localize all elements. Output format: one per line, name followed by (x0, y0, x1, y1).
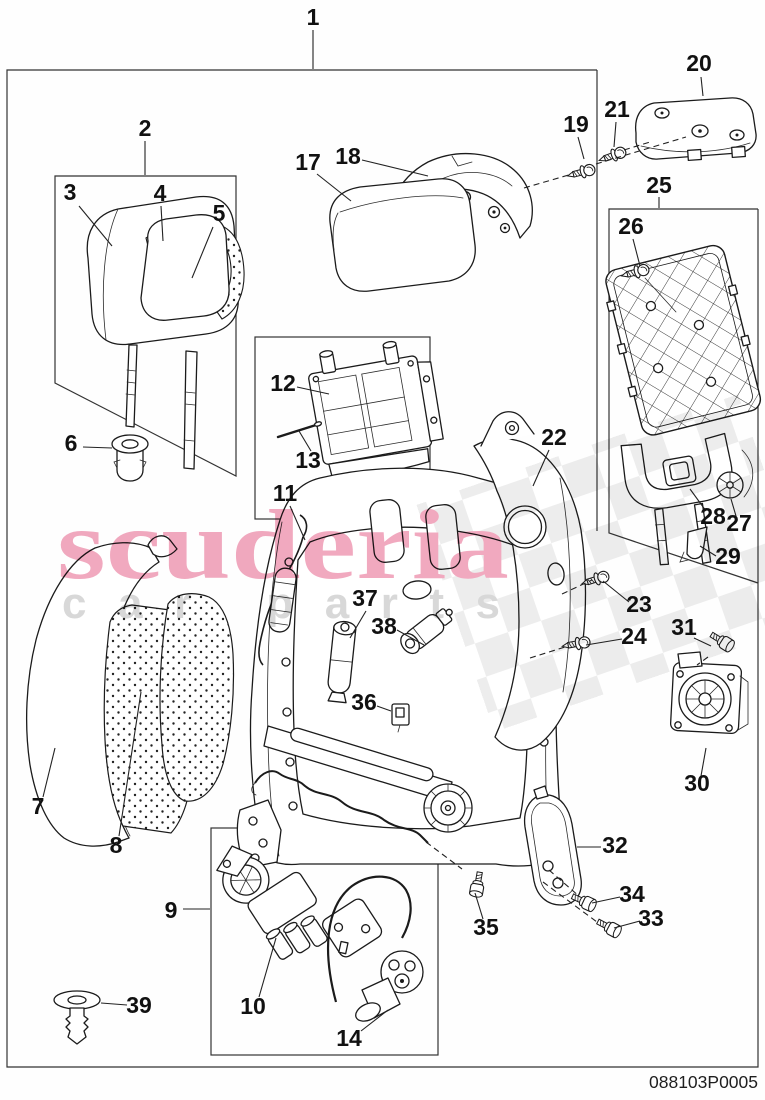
headrest-posts (125, 344, 198, 470)
headrest-guide-grommet (111, 434, 149, 482)
callout-5: 5 (213, 200, 226, 226)
headrest-drawing (86, 195, 245, 482)
rear-panel-drawing (634, 97, 757, 162)
callout-21: 21 (604, 96, 630, 122)
pin-13 (276, 421, 323, 439)
watermark-title: scuderia (57, 489, 509, 600)
callout-7: 7 (32, 793, 45, 819)
callout-18: 18 (335, 143, 361, 169)
screw-19 (565, 162, 597, 183)
headrest-covers-drawing (329, 152, 533, 292)
callout-20: 20 (686, 50, 712, 76)
bracket-32 (523, 785, 582, 906)
callout-14: 14 (336, 1025, 362, 1051)
cover-front-pad (329, 178, 476, 292)
watermark-subtitle: car parts (62, 579, 500, 628)
headrest-insert (140, 214, 230, 321)
callout-2: 2 (139, 115, 152, 141)
callout-35: 35 (473, 914, 499, 940)
callout-lines (42, 30, 737, 1032)
callout-12: 12 (270, 370, 296, 396)
group-box-2-headrest (54, 175, 237, 477)
callout-8: 8 (110, 832, 123, 858)
pad-8-lumbar (159, 593, 235, 802)
control-module-drawing (276, 340, 444, 478)
callout-10: 10 (240, 993, 266, 1019)
pushpin-39 (53, 990, 101, 1045)
recliner-gear (423, 783, 473, 833)
watermark-checker-band (416, 394, 765, 732)
callout-34: 34 (619, 881, 645, 907)
callout-39: 39 (126, 992, 152, 1018)
callout-37: 37 (352, 585, 378, 611)
callout-32: 32 (602, 832, 628, 858)
cushion-drawing (26, 535, 235, 847)
actuator-group-drawing (53, 845, 487, 1045)
callout-30: 30 (684, 770, 710, 796)
callout-9: 9 (165, 897, 178, 923)
callout-26: 26 (618, 213, 644, 239)
motor-37 (327, 620, 357, 704)
callout-25: 25 (646, 172, 672, 198)
callout-19: 19 (563, 111, 589, 137)
callout-17: 17 (295, 149, 321, 175)
callout-6: 6 (65, 430, 78, 456)
right-column-drawing (523, 144, 749, 940)
callout-36: 36 (351, 689, 377, 715)
wire-11 (258, 514, 308, 666)
part-number: 088103P0005 (649, 1072, 758, 1092)
cushion-cover-7 (26, 542, 160, 847)
callout-13: 13 (295, 447, 321, 473)
clip-36 (391, 703, 410, 733)
callout-4: 4 (154, 180, 167, 206)
screw-21 (596, 144, 629, 167)
callout-38: 38 (371, 613, 397, 639)
bolt-35 (468, 870, 487, 899)
lumbar-lattice-panel (605, 244, 762, 436)
actuator-10 (216, 845, 383, 960)
callout-22: 22 (541, 424, 567, 450)
bolt-33 (594, 915, 624, 940)
callout-11: 11 (273, 480, 298, 506)
cable-motor-14 (327, 875, 424, 1022)
callout-3: 3 (64, 179, 77, 205)
watermark: scuderia car parts (57, 394, 765, 732)
suspension-spring-wire (254, 770, 429, 844)
callout-33: 33 (638, 905, 664, 931)
outer-border-box-1 (6, 69, 759, 1068)
callout-1: 1 (307, 4, 320, 30)
headrest-sleeve-left (369, 499, 405, 563)
